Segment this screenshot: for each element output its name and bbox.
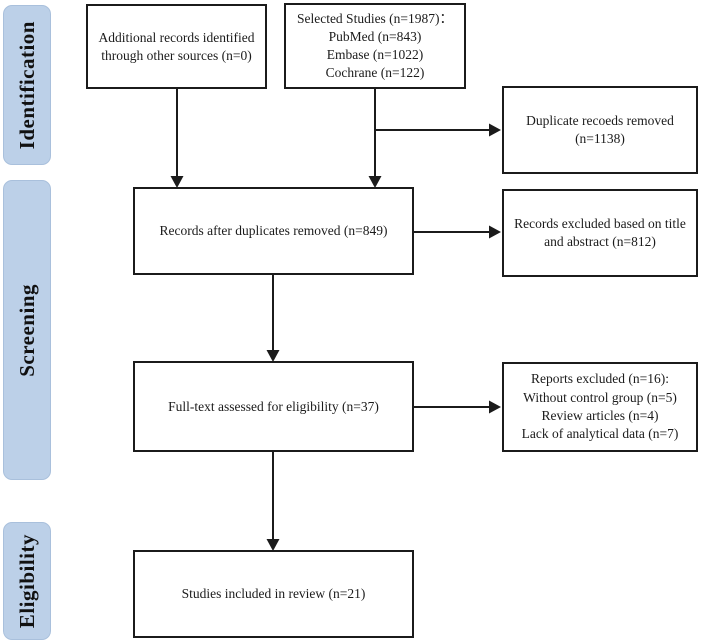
stage-label-identification-text: Identification	[14, 20, 39, 150]
box-duplicates-removed-line: Duplicate recoeds removed	[526, 113, 674, 129]
box-studies-included: Studies included in review (n=21)	[133, 550, 414, 638]
box-additional-records-line: through other sources (n=0)	[101, 47, 252, 63]
box-fulltext-assessed-line: Full-text assessed for eligibility (n=37…	[168, 398, 379, 414]
stage-label-identification: Identification	[3, 5, 51, 165]
box-reports-excluded-line: Without control group (n=5)	[523, 389, 677, 405]
arrowhead-right-icon	[489, 400, 501, 414]
stage-label-eligibility-text: Eligibility	[14, 533, 39, 629]
box-studies-included-line: Studies included in review (n=21)	[181, 586, 366, 602]
stage-label-screening: Screening	[3, 180, 51, 480]
box-additional-records: Additional records identified through ot…	[86, 4, 267, 89]
box-records-excluded-line: and abstract (n=812)	[544, 234, 656, 249]
box-fulltext-assessed: Full-text assessed for eligibility (n=37…	[133, 361, 414, 452]
box-selected-studies-line: Embase (n=1022)	[326, 47, 424, 62]
box-reports-excluded-line: Reports excluded (n=16):	[530, 371, 670, 387]
box-reports-excluded: Reports excluded (n=16): Without control…	[502, 362, 698, 452]
arrowhead-right-icon	[489, 123, 501, 137]
box-records-after-duplicates-line: Records after duplicates removed (n=849)	[159, 223, 388, 239]
arrowhead-right-icon	[489, 225, 501, 239]
stage-label-eligibility: Eligibility	[3, 522, 51, 640]
box-duplicates-removed-line: (n=1138)	[575, 131, 625, 146]
box-selected-studies: Selected Studies (n=1987)： PubMed (n=843…	[284, 3, 466, 89]
box-reports-excluded-line: Review articles (n=4)	[541, 408, 659, 423]
box-selected-studies-line: PubMed (n=843)	[328, 29, 422, 45]
box-records-excluded-title-abstract: Records excluded based on title and abst…	[502, 189, 698, 277]
box-selected-studies-line: Selected Studies (n=1987)：	[296, 11, 454, 27]
box-reports-excluded-line: Lack of analytical data (n=7)	[521, 426, 679, 442]
box-records-after-duplicates: Records after duplicates removed (n=849)	[133, 187, 414, 275]
box-records-excluded-line: Records excluded based on title	[514, 216, 686, 232]
box-duplicates-removed: Duplicate recoeds removed (n=1138)	[502, 86, 698, 174]
box-additional-records-line: Additional records identified	[98, 29, 255, 45]
box-selected-studies-line: Cochrane (n=122)	[325, 64, 425, 80]
stage-label-screening-text: Screening	[14, 283, 39, 377]
